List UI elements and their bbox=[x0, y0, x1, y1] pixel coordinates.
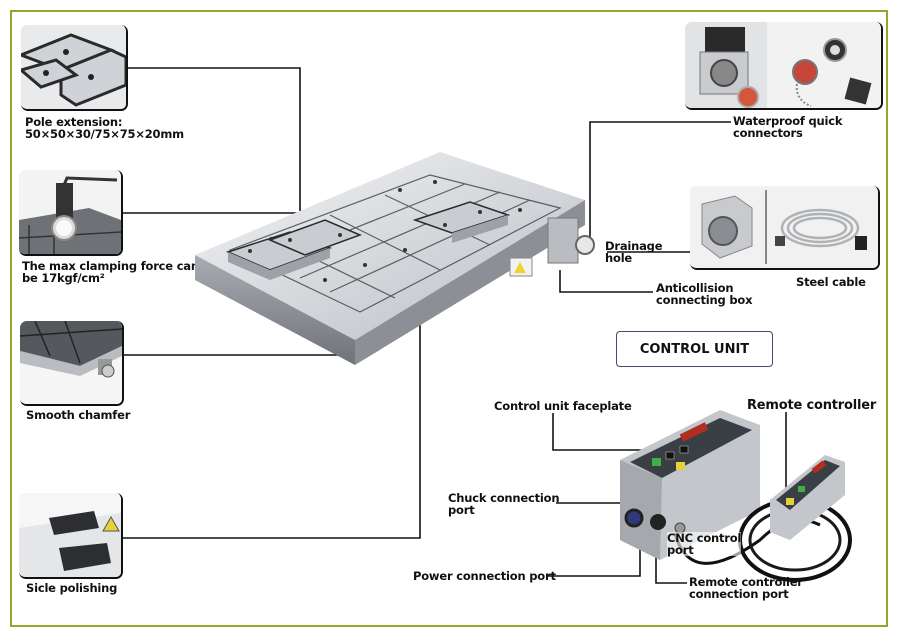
line-polishing bbox=[120, 322, 421, 539]
line-waterproof bbox=[589, 121, 731, 245]
smooth-chamfer-label: Smooth chamfer bbox=[26, 408, 131, 422]
pole-extension-thumbnail bbox=[21, 25, 128, 111]
control-unit-heading: CONTROL UNIT bbox=[616, 331, 773, 367]
control-unit-faceplate-label: Control unit faceplate bbox=[494, 399, 632, 413]
sicle-polishing-thumbnail bbox=[19, 493, 123, 579]
line-anticollision bbox=[559, 270, 653, 293]
cnc-control-port-label: CNC control port bbox=[667, 531, 742, 557]
steel-cable-label: Steel cable bbox=[796, 275, 866, 289]
power-connection-port-label: Power connection port bbox=[413, 569, 556, 583]
control-unit-image bbox=[620, 410, 852, 582]
line-pole-extension bbox=[126, 67, 301, 214]
waterproof-connectors-thumbnail bbox=[685, 22, 883, 110]
remote-controller-port-label: Remote controller connection port bbox=[689, 575, 803, 601]
pole-extension-label: Pole extension: 50×50×30/75×75×20mm bbox=[25, 115, 184, 141]
waterproof-connectors-label: Waterproof quick connectors bbox=[733, 114, 843, 140]
drainage-cable-image bbox=[690, 186, 878, 268]
anticollision-box-label: Anticollision connecting box bbox=[656, 281, 753, 307]
drainage-hole-label: Drainage hole bbox=[605, 239, 663, 265]
line-faceplate bbox=[552, 413, 648, 451]
polishing-image bbox=[19, 493, 121, 577]
chuck-connection-port-label: Chuck connection port bbox=[448, 491, 560, 517]
sicle-polishing-label: Sicle polishing bbox=[26, 581, 118, 595]
connectors-image bbox=[685, 22, 881, 108]
clamping-force-label: The max clamping force can be 17kgf/cm² bbox=[22, 259, 199, 285]
remote-controller-label: Remote controller bbox=[747, 398, 877, 413]
chamfer-image bbox=[20, 321, 122, 404]
magnetic-chuck-image bbox=[195, 152, 595, 365]
pressure-gauge-image bbox=[19, 170, 121, 254]
pole-blocks-image bbox=[21, 25, 126, 109]
drainage-cable-thumbnail bbox=[690, 186, 880, 270]
smooth-chamfer-thumbnail bbox=[20, 321, 124, 406]
diagram-frame bbox=[10, 10, 888, 627]
clamping-force-thumbnail bbox=[19, 170, 123, 256]
